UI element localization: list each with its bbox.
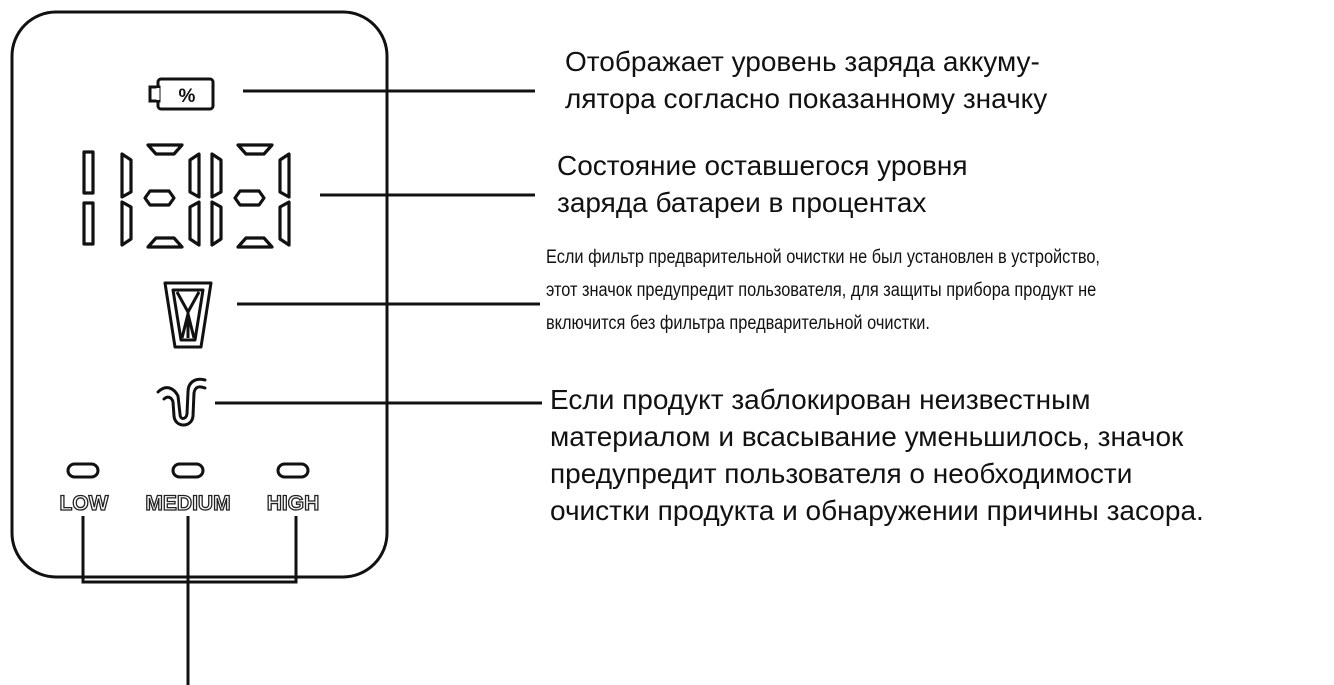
digit3-segment-c	[278, 200, 291, 247]
digit1-segment-b	[82, 150, 95, 195]
speed-label-high: HIGH	[267, 492, 320, 515]
speed-indicator-led	[66, 462, 100, 479]
description-line: Состояние оставшегося уровня	[557, 150, 968, 181]
speed-bracket-connector	[81, 516, 298, 685]
description-line: Если фильтр предварительной очистки не б…	[546, 247, 1100, 268]
battery-percent-icon: %	[148, 77, 215, 111]
digit1-segment-c	[82, 201, 95, 246]
digit3-segment-g	[233, 189, 266, 207]
digit2-segment-c	[188, 200, 201, 247]
battery-percent-symbol: %	[179, 86, 196, 107]
description-line: заряда батареи в процентах	[557, 187, 927, 218]
speed-label-low: LOW	[60, 492, 109, 515]
digit3-segment-e	[210, 200, 223, 247]
description-filter: Если фильтр предварительной очистки не б…	[546, 241, 1100, 340]
digit2-segment-f	[120, 152, 133, 199]
digit3-segment-a	[236, 143, 274, 156]
digit2-segment-d	[146, 236, 184, 249]
description-line: очистки продукта и обнаружении причины з…	[550, 495, 1204, 526]
digit2-segment-e	[120, 200, 133, 247]
digit2-segment-a	[146, 143, 184, 156]
digit2-segment-g	[143, 189, 176, 207]
display-panel	[10, 10, 389, 579]
blockage-pipe-icon	[156, 377, 207, 427]
description-blockage: Если продукт заблокирован неизвестным ма…	[550, 381, 1204, 529]
description-line: этот значок предупредит пользователя, дл…	[546, 280, 1097, 301]
speed-label-medium: MEDIUM	[145, 492, 230, 515]
digit3-segment-d	[236, 236, 274, 249]
description-line: лятора согласно показанному значку	[565, 83, 1048, 114]
description-line: включится без фильтра предварительной оч…	[546, 313, 930, 334]
prefilter-icon	[163, 281, 213, 349]
description-line: Отображает уровень заряда аккуму-	[565, 46, 1040, 77]
speed-indicator-led	[171, 462, 205, 479]
description-line: Если продукт заблокирован неизвестным	[550, 384, 1091, 415]
digit3-segment-f	[210, 152, 223, 199]
speed-indicator-led	[276, 462, 310, 479]
description-percent: Состояние оставшегося уровня заряда бата…	[557, 147, 968, 221]
description-line: предупредит пользователя о необходимости	[550, 458, 1133, 489]
digit3-segment-b	[278, 152, 291, 199]
description-battery: Отображает уровень заряда аккуму- лятора…	[565, 43, 1047, 117]
description-line: материалом и всасывание уменьшилось, зна…	[550, 421, 1184, 452]
seven-segment-display	[82, 143, 291, 249]
digit2-segment-b	[188, 152, 201, 199]
